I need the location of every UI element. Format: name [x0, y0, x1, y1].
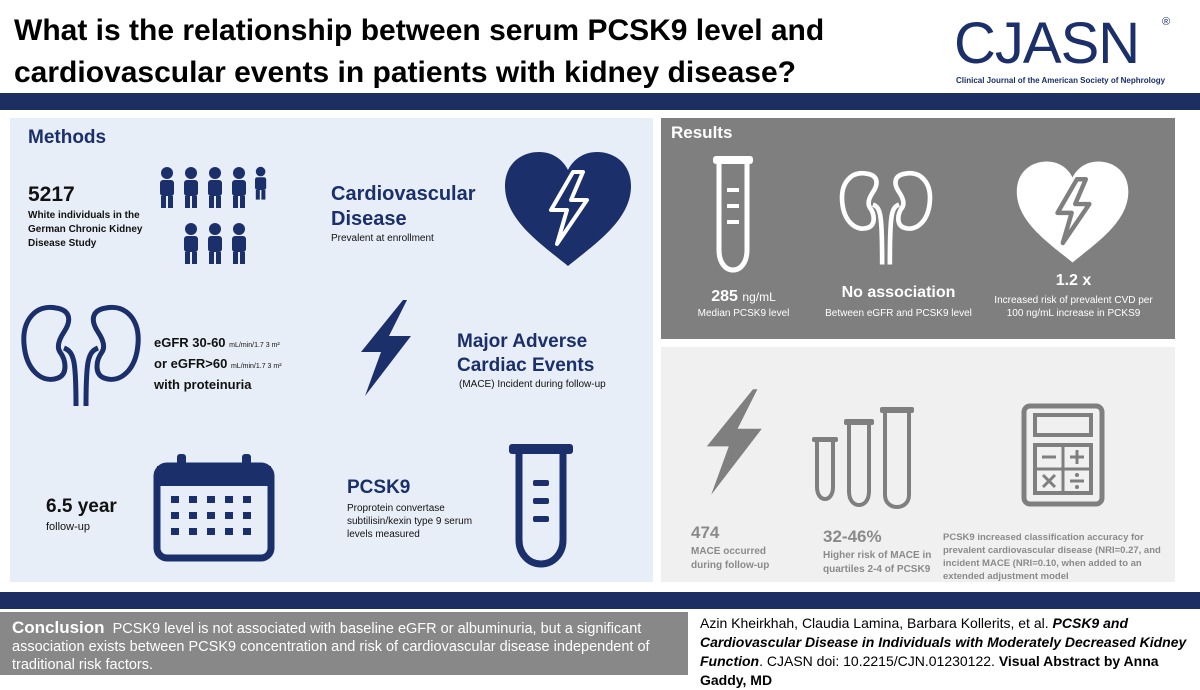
followup-number: 6.5 year [46, 496, 117, 517]
cjasn-logo: CJASN ® Clinical Journal of the American… [950, 10, 1190, 88]
egfr-unit2: mL/min/1.7 3 m² [230, 363, 282, 370]
r2-text: Between eGFR and PCSK9 level [825, 308, 972, 319]
conclusion-text: PCSK9 level is not associated with basel… [12, 621, 650, 673]
citation: Azin Kheirkhah, Claudia Lamina, Barbara … [700, 614, 1195, 690]
cohort-text: White individuals in the German Chronic … [28, 210, 143, 249]
conclusion-label: Conclusion [12, 618, 105, 637]
egfr-line3: with proteinuria [154, 377, 252, 392]
r1-unit: ng/mL [742, 290, 776, 304]
logo-mark: ® [1162, 16, 1171, 28]
page-title: What is the relationship between serum P… [14, 14, 825, 89]
kidney-icon [21, 304, 141, 407]
pcsk9-text: Proprotein convertase subtilisin/kexin t… [347, 503, 473, 540]
r2-value: No association [841, 284, 956, 301]
r1-text: Median PCSK9 level [697, 308, 790, 319]
lightning-icon [706, 389, 762, 495]
cvd-text: Prevalent at enrollment [331, 233, 434, 244]
citation-journal: . CJASN doi: 10.2215/CJN.01230122. [759, 653, 995, 669]
methods-panel: Methods 5217 White individuals in the Ge… [10, 118, 653, 582]
r4-value: 474 [691, 523, 720, 542]
egfr-line1: eGFR 30-60 [154, 335, 226, 350]
calculator-icon [1021, 403, 1105, 507]
footer-divider [0, 592, 1200, 609]
header-divider [0, 93, 1200, 110]
r1-value: 285 ng/mL [671, 288, 816, 306]
egfr-unit1: mL/min/1.7 3 m² [229, 342, 280, 349]
methods-heading: Methods [28, 127, 107, 148]
results-panel: Results 285 ng/mL Median PCSK9 level No … [661, 118, 1175, 339]
r4-text: MACE occurred during follow-up [691, 546, 770, 571]
kidney-icon [839, 170, 933, 265]
mace-title: Major Adverse Cardiac Events [457, 331, 595, 376]
cohort-number: 5217 [28, 183, 75, 206]
egfr-line2: or eGFR>60 [154, 356, 228, 371]
r6-text: PCSK9 increased classification accuracy … [943, 532, 1161, 582]
results-heading: Results [671, 123, 733, 142]
r5-value: 32-46% [823, 527, 882, 546]
conclusion-box: Conclusion PCSK9 level is not associated… [0, 612, 688, 675]
r3-value: 1.2 x [1055, 272, 1092, 289]
cvd-title: Cardiovascular Disease [331, 183, 476, 230]
results-panel-secondary: 474 MACE occurred during follow-up 32-46… [661, 347, 1175, 582]
citation-title: PCSK9 and Cardiovascular Disease in Indi… [700, 615, 1187, 669]
egfr-text: eGFR 30-60 mL/min/1.7 3 m² or eGFR>60 mL… [154, 334, 324, 394]
logo-subtitle: Clinical Journal of the American Society… [956, 76, 1166, 85]
test-tube-icon [713, 156, 753, 273]
logo-text: CJASN [954, 11, 1140, 76]
people-icon [160, 166, 267, 264]
mace-text: (MACE) Incident during follow-up [459, 379, 606, 390]
calendar-icon [153, 454, 275, 562]
pcsk9-title: PCSK9 [347, 477, 411, 498]
r3-text: Increased risk of prevalent CVD per 100 … [994, 295, 1153, 319]
heart-bolt-icon [1016, 161, 1129, 263]
test-tubes-icon [812, 407, 914, 509]
followup-text: follow-up [46, 521, 91, 533]
r1-number: 285 [711, 288, 738, 305]
r5-text: Higher risk of MACE in quartiles 2-4 of … [823, 550, 932, 575]
lightning-icon [361, 300, 411, 396]
test-tube-icon [509, 444, 573, 568]
citation-authors: Azin Kheirkhah, Claudia Lamina, Barbara … [700, 615, 1049, 631]
heart-bolt-icon [505, 152, 631, 266]
